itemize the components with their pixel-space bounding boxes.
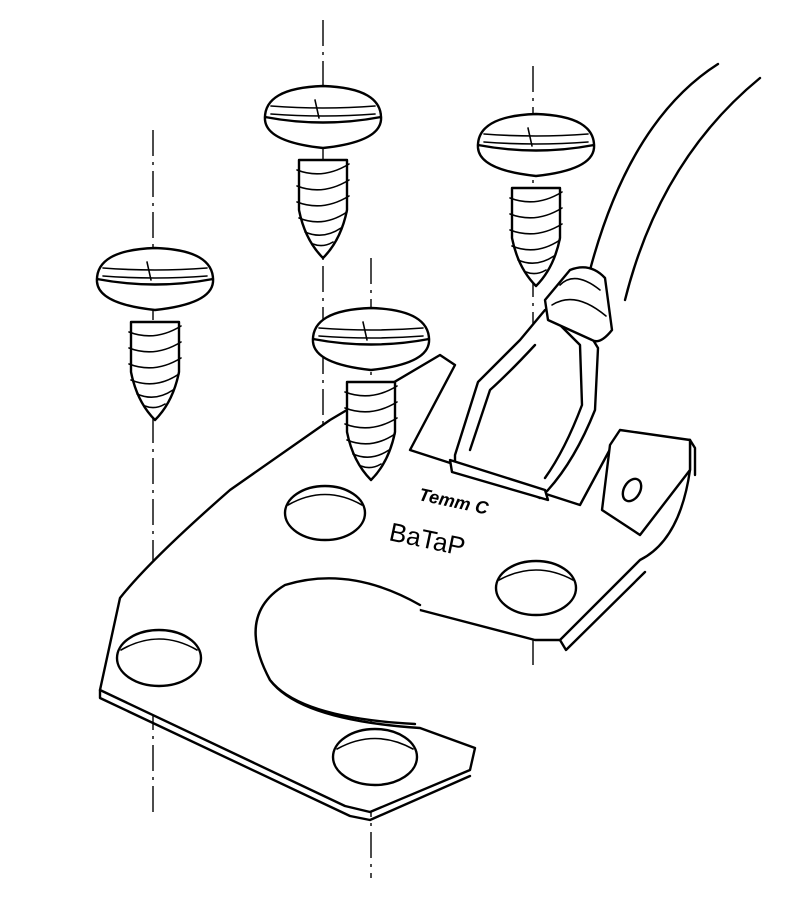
tab-slot <box>621 477 643 503</box>
spade-terminal <box>448 266 614 502</box>
mounting-bracket: Temm C BaTaP <box>98 353 697 822</box>
screw-left <box>95 246 215 422</box>
hole-right <box>494 559 578 617</box>
screw-top-right <box>476 112 596 288</box>
hole-bottom <box>331 727 419 787</box>
screw-top-center <box>263 84 383 260</box>
hole-left <box>115 628 203 688</box>
cable <box>588 62 762 302</box>
hole-center <box>283 484 367 542</box>
